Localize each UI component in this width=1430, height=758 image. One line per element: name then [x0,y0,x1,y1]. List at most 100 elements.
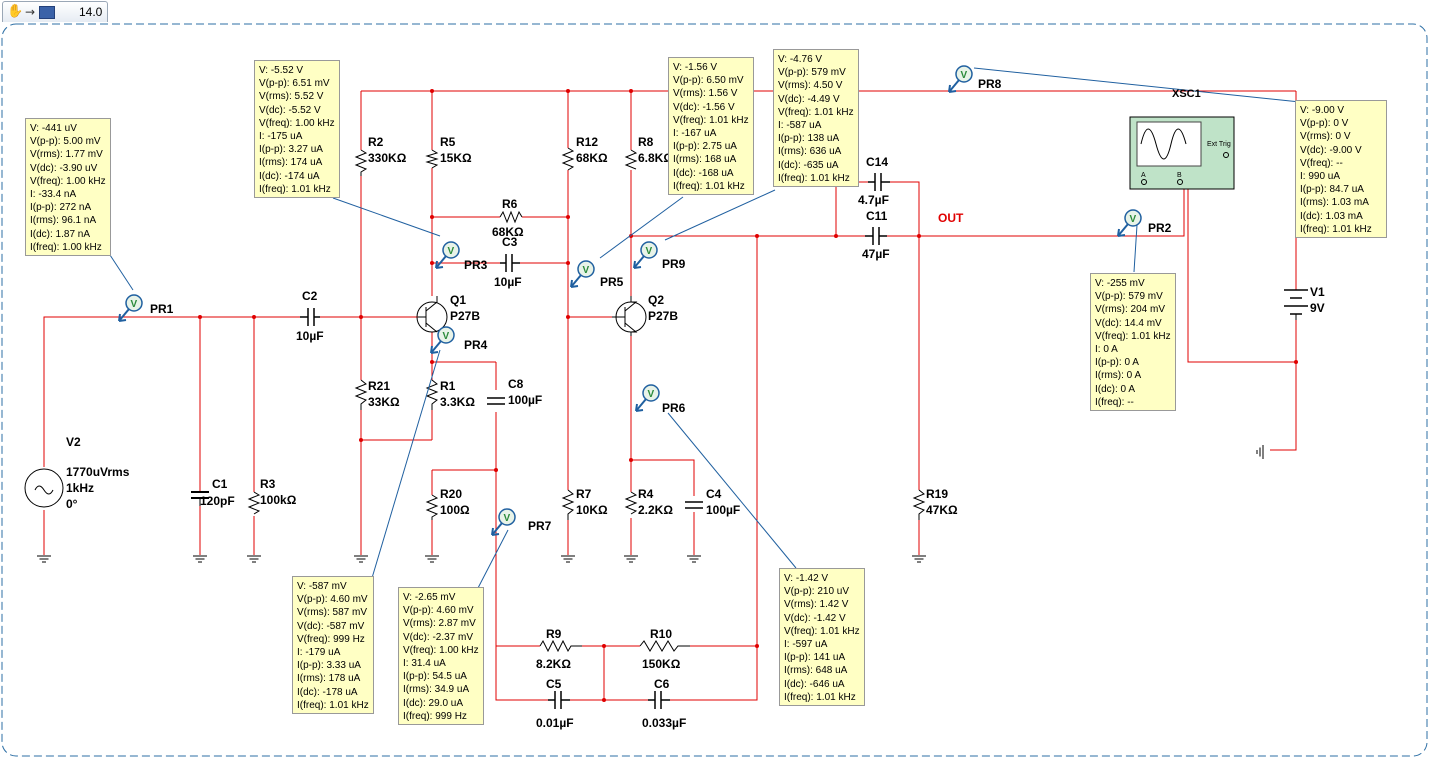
resistor-r10 [639,640,690,652]
probe-reading: V(freq): 1.01 kHz [1095,330,1171,342]
probe-reading: V(rms): 1.56 V [673,88,738,100]
probe-icon [1124,209,1142,227]
probe-reading: V(freq): 1.00 kHz [30,175,106,187]
label-v1-val: 9V [1310,301,1325,315]
probe-icon [442,241,460,259]
probe-reading: V(p-p): 5.00 mV [30,136,101,148]
probe-reading: V(freq): 999 Hz [297,633,365,645]
probe-reading: I(rms): 34.9 uA [403,684,470,696]
resistor-r8 [624,149,638,170]
label-r1: R1 [440,379,456,393]
resistor-r2 [354,149,368,176]
label-r19: R19 [926,487,948,501]
probe-pr3-marker[interactable]: V [435,241,460,269]
probe-reading: I: -175 uA [259,131,303,143]
probe-reading: I(rms): 636 uA [778,146,842,158]
probe-reading: V(rms): 4.50 V [778,80,843,92]
capacitor-c6 [648,691,670,709]
probe-icon [640,241,658,259]
probe-reading: I: -587 uA [778,120,822,132]
label-scope-ext: Ext Trig [1207,141,1231,148]
label-r9-val: 8.2KΩ [536,657,571,671]
label-c14: C14 [866,155,888,169]
probe-symbol: V [448,246,455,257]
label-r2-val: 330KΩ [368,151,407,165]
capacitor-c8 [487,397,505,405]
junctions [198,89,1298,702]
probe-arrow [570,274,582,288]
probe-reading: I(p-p): 0 A [1095,357,1139,369]
label-v1: V1 [1310,285,1325,299]
probe-reading: I: -597 uA [784,639,828,651]
probe-pr8-marker[interactable]: V [948,65,973,93]
label-r8-val: 6.8KΩ [638,151,673,165]
probe-arrow [491,522,503,536]
probe-symbol: V [583,265,590,276]
probe-reading: I(rms): 1.03 mA [1300,197,1369,209]
probe-reading: V(rms): 587 mV [297,607,368,619]
probe-reading: I(dc): -178 uA [297,686,358,698]
probe-pr7-marker[interactable]: V [491,508,516,536]
probe-leader-lines [109,67,1301,589]
resistor-r12 [561,147,575,171]
probe-reading: I: 0 A [1095,344,1118,356]
document-tab[interactable]: ✋ → 14.0 [2,1,108,22]
label-r5-val: 15KΩ [440,151,472,165]
resistor-r4 [624,491,638,515]
probe-markers: V V V V V V V V V [118,65,1142,536]
capacitor-c2 [300,308,320,326]
label-r4-val: 2.2KΩ [638,503,673,517]
probe-reading: V(p-p): 4.60 mV [403,605,474,617]
label-c11: C11 [866,209,888,223]
version-label: 14.0 [79,5,103,19]
probe-reading: I(p-p): 84.7 uA [1300,184,1364,196]
probe-reading: I(p-p): 3.27 uA [259,144,323,156]
oscilloscope-xsc1[interactable] [1129,116,1235,190]
probe-reading: I(freq): -- [1095,396,1134,408]
label-r9: R9 [546,627,562,641]
probe-reading: V(rms): 1.42 V [784,599,849,611]
label-scope-b: B [1177,172,1182,179]
probe-reading: V(p-p): 579 mV [778,67,846,79]
label-r12: R12 [576,135,598,149]
probe-reading: I(freq): 1.01 kHz [673,180,745,192]
label-c1: C1 [212,477,228,491]
label-c8: C8 [508,377,524,391]
probe-reading: V(dc): -3.90 uV [30,162,98,174]
probe-pr6-marker[interactable]: V [635,384,660,412]
label-q2-val: P27B [648,309,678,323]
label-r12-val: 68KΩ [576,151,608,165]
probe-pr1-marker[interactable]: V [118,294,143,322]
label-pr4: PR4 [464,338,488,352]
probe-reading: I(freq): 1.01 kHz [259,183,331,195]
label-r7-val: 10KΩ [576,503,608,517]
battery-v1-symbol [1284,289,1308,315]
sheet-icon [39,6,55,19]
probe-reading: I: -33.4 nA [30,189,77,201]
probe-pr9-marker[interactable]: V [633,241,658,269]
resistor-r1 [425,379,439,410]
label-out: OUT [938,211,964,225]
label-c1-val: 120pF [200,494,235,508]
label-c6: C6 [654,677,670,691]
probe-reading: I: 31.4 uA [403,658,446,670]
probe-reading: I(dc): 29.0 uA [403,697,464,709]
probe-reading: I(p-p): 272 nA [30,202,92,214]
probe-reading: V: -5.52 V [259,65,304,76]
probe-reading: V: -587 mV [297,581,347,592]
probe-pr5-marker[interactable]: V [570,260,595,288]
probe-reading: V(dc): -5.52 V [259,104,321,116]
probe-pr2-marker[interactable]: V [1117,209,1142,237]
probe-icon [125,294,143,312]
probe-reading: V(freq): 1.01 kHz [784,625,860,637]
probe-pr4-marker[interactable]: V [430,326,455,354]
probe-reading: I(freq): 1.00 kHz [30,241,102,253]
label-c3: C3 [502,235,518,249]
probe-reading: V(freq): 1.00 kHz [259,117,335,129]
label-r4: R4 [638,487,654,501]
probe-symbol: V [1130,214,1137,225]
probe-reading: I(freq): 1.01 kHz [784,691,856,703]
